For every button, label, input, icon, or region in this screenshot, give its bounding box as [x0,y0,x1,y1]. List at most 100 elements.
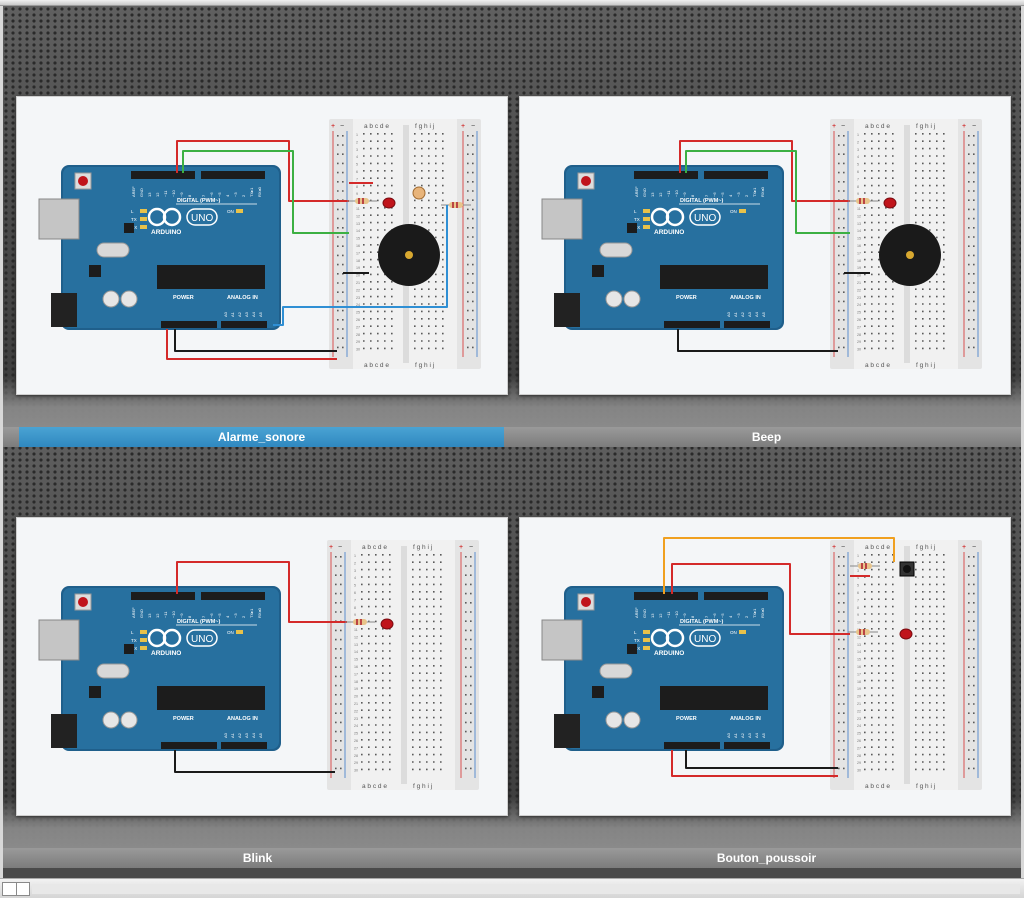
tab-blink[interactable]: Blink [242,851,273,865]
led-label: TX [634,638,640,643]
row-number: 25 [857,732,861,736]
row-number: 27 [356,325,360,329]
row-number: 2 [356,140,358,144]
row-number: 26 [857,739,861,743]
red-led [380,618,394,630]
row-number: 8 [857,606,859,610]
pin-label: ~9 [179,192,184,197]
row-number: 16 [354,665,358,669]
row-number: 18 [356,259,360,263]
pin-label: ~5 [720,192,725,197]
wire-black [685,750,838,769]
scroll-button[interactable] [2,882,30,896]
analog-label: ANALOG IN [227,295,258,301]
tab-bouton-poussoir[interactable]: Bouton_poussoir [716,851,817,865]
rail-minus-label: − [841,544,845,551]
atmega-chip [157,265,265,289]
pin-label: ~11 [163,190,168,197]
wire-red [176,140,349,202]
row-number: 5 [857,163,859,167]
pin-label: TX▸1 [752,608,757,618]
analog-pin-label: A1 [230,732,235,738]
row-number: 24 [857,303,861,307]
row-number: 22 [857,709,861,713]
led-label: ON [730,630,737,635]
pin-label: ~6 [209,613,214,618]
analog-pin-label: A4 [754,732,759,738]
pin-label: 4 [225,615,230,618]
rail-plus-label: + [329,544,333,551]
model-label: UNO [694,213,716,224]
row-number: 19 [354,687,358,691]
pin-label: 7 [704,194,709,197]
row-number: 25 [356,311,360,315]
row-number: 22 [857,288,861,292]
wire-green [685,150,850,234]
analog-pin-label: A4 [251,311,256,317]
pin-label: RX◂0 [257,607,262,618]
model-label: UNO [191,634,213,645]
regulator [592,686,604,698]
power-header [664,742,720,749]
pin-label: 2 [241,615,246,618]
crystal [96,663,130,679]
pin-label: AREF [131,607,136,618]
power-jack [51,293,77,327]
resistor [850,563,880,569]
row-number: 22 [356,288,360,292]
rail-minus-label: − [972,544,976,551]
rail-plus-label: + [459,544,463,551]
row-number: 12 [857,635,861,639]
rail-minus-label: − [841,123,845,130]
resistor [347,198,377,204]
row-number: 23 [354,717,358,721]
pin-label: 7 [704,615,709,618]
pin-label: 13 [147,613,152,618]
photoresistor [412,186,426,200]
row-number: 19 [857,687,861,691]
pin-label: ~11 [666,611,671,618]
capacitor [623,711,641,729]
power-jack [554,293,580,327]
analog-pin-label: A5 [761,732,766,738]
red-led [382,197,396,209]
crystal [96,242,130,258]
pin-label: ~5 [720,613,725,618]
window-top-edge [0,0,1024,6]
analog-pin-label: A3 [747,732,752,738]
rail-minus-label: − [471,123,475,130]
rail-minus-label: − [338,544,342,551]
wire-black [174,329,337,352]
tab-alarme-sonore[interactable]: Alarme_sonore [19,427,504,447]
pin-label: 4 [225,194,230,197]
row-number: 4 [356,155,358,159]
pin-label: 8 [187,615,192,618]
analog-pin-label: A3 [244,732,249,738]
row-number: 21 [356,281,360,285]
pin-label: RX◂0 [257,186,262,197]
model-label: UNO [694,634,716,645]
wire-black [677,329,838,352]
breadboard-column-labels-top-right: f g h i j [413,544,432,551]
tab-beep[interactable]: Beep [751,430,782,444]
red-led [883,197,897,209]
row-number: 23 [857,296,861,300]
power-header [161,321,217,328]
chip-small [124,223,134,233]
analog-pin-label: A5 [761,311,766,317]
pin-label: ~3 [233,613,238,618]
row-number: 17 [354,672,358,676]
breadboard-column-labels-bottom-left: a b c d e [865,362,890,369]
pin-label: 2 [744,194,749,197]
horizontal-scrollbar[interactable] [0,878,1024,898]
row-number: 18 [354,680,358,684]
analog-pin-label: A4 [754,311,759,317]
scroll-track[interactable] [32,884,1020,894]
chip-small [627,223,637,233]
